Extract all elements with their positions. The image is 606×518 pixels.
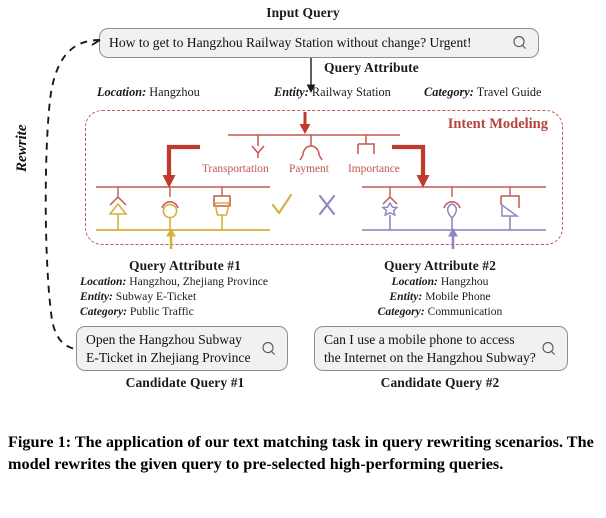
input-query-text: How to get to Hangzhou Railway Station w… [109,35,472,51]
candidate-query-1-box[interactable]: Open the Hangzhou Subway E-Ticket in Zhe… [76,326,288,371]
candidate-query-1-caption: Candidate Query #1 [125,375,245,390]
facet-label-payment: Payment [289,163,329,175]
candidate-query-1-text: Open the Hangzhou Subway E-Ticket in Zhe… [77,331,250,366]
figure-caption: Figure 1: The application of our text ma… [8,433,594,473]
top-attribute-location-key: Location: [97,85,147,99]
input-query-box[interactable]: How to get to Hangzhou Railway Station w… [99,28,539,58]
match-checkmark [270,192,294,218]
candidate-query-2-caption: Candidate Query #2 [380,375,500,390]
search-icon [261,341,287,357]
search-icon [512,35,538,51]
intent-facet-tree [228,134,400,161]
candidate-query-2-text: Can I use a mobile phone to access the I… [315,331,536,366]
candidate-query-1-line1: Open the Hangzhou Subway [86,332,242,348]
candidate-query-1-line2: E-Ticket in Zhejiang Province [86,349,251,365]
top-attribute-category-value: Travel Guide [476,85,542,99]
candidate-2-attribute-heading: Query Attribute #2 [383,258,497,273]
candidate-query-2-line1: Can I use a mobile phone to access [324,332,515,348]
candidate-2-entity-key: Entity: [389,290,423,303]
candidate-2-attribute-location: Location: Hangzhou [325,275,555,288]
right-branch-arrow [392,144,430,188]
facet-label-importance: Importance [348,163,400,175]
candidate-query-2-box[interactable]: Can I use a mobile phone to access the I… [314,326,568,371]
left-subgraph-up-arrow [166,228,176,249]
candidate-1-entity-value: Subway E-Ticket [115,290,197,303]
top-attribute-category-key: Category: [424,85,474,99]
top-attribute-category: Category: Travel Guide [424,85,542,100]
candidate-1-location-value: Hangzhou, Zhejiang Province [129,275,269,288]
candidate-query-2-line2: the Internet on the Hangzhou Subway? [324,349,536,365]
top-attribute-location-value: Hangzhou [149,85,200,99]
candidate-2-location-key: Location: [391,275,438,288]
candidate-2-attribute-category: Category: Communication [325,305,555,318]
candidate-2-location-value: Hangzhou [440,275,489,288]
candidate-1-attribute-heading: Query Attribute #1 [128,258,242,273]
candidate-2-entity-value: Mobile Phone [425,290,491,303]
candidate-1-attribute-category: Category: Public Traffic [80,305,194,318]
top-attribute-entity-key: Entity: [274,85,309,99]
query-attribute-label: Query Attribute [324,60,419,75]
top-attribute-entity: Entity: Railway Station [274,85,391,100]
candidate-2-attribute-entity: Entity: Mobile Phone [325,290,555,303]
candidate-1-category-key: Category: [80,305,128,318]
rewrite-label: Rewrite [14,124,30,173]
query-attribute-arrow [306,58,316,93]
left-branch-arrow [162,144,200,188]
search-icon [541,341,567,357]
candidate-2-category-key: Category: [377,305,425,318]
intent-modeling-panel: Intent Modeling [85,110,563,245]
right-subgraph-up-arrow [448,228,458,249]
intent-modeling-title: Intent Modeling [447,116,548,132]
candidate-1-attribute-location: Location: Hangzhou, Zhejiang Province [80,275,268,288]
input-query-heading: Input Query [266,5,340,20]
candidate-1-location-key: Location: [80,275,127,288]
top-attribute-entity-value: Railway Station [311,85,391,99]
candidate-1-category-value: Public Traffic [129,305,194,318]
candidate-2-category-value: Communication [427,305,503,318]
candidate-1-entity-key: Entity: [80,290,113,303]
intent-subgraph-left [96,186,270,231]
candidate-1-attribute-entity: Entity: Subway E-Ticket [80,290,196,303]
facet-label-transportation: Transportation [202,163,269,175]
top-attribute-location: Location: Hangzhou [97,85,200,100]
mismatch-x-mark [316,193,338,217]
intent-root-arrow [299,112,311,134]
